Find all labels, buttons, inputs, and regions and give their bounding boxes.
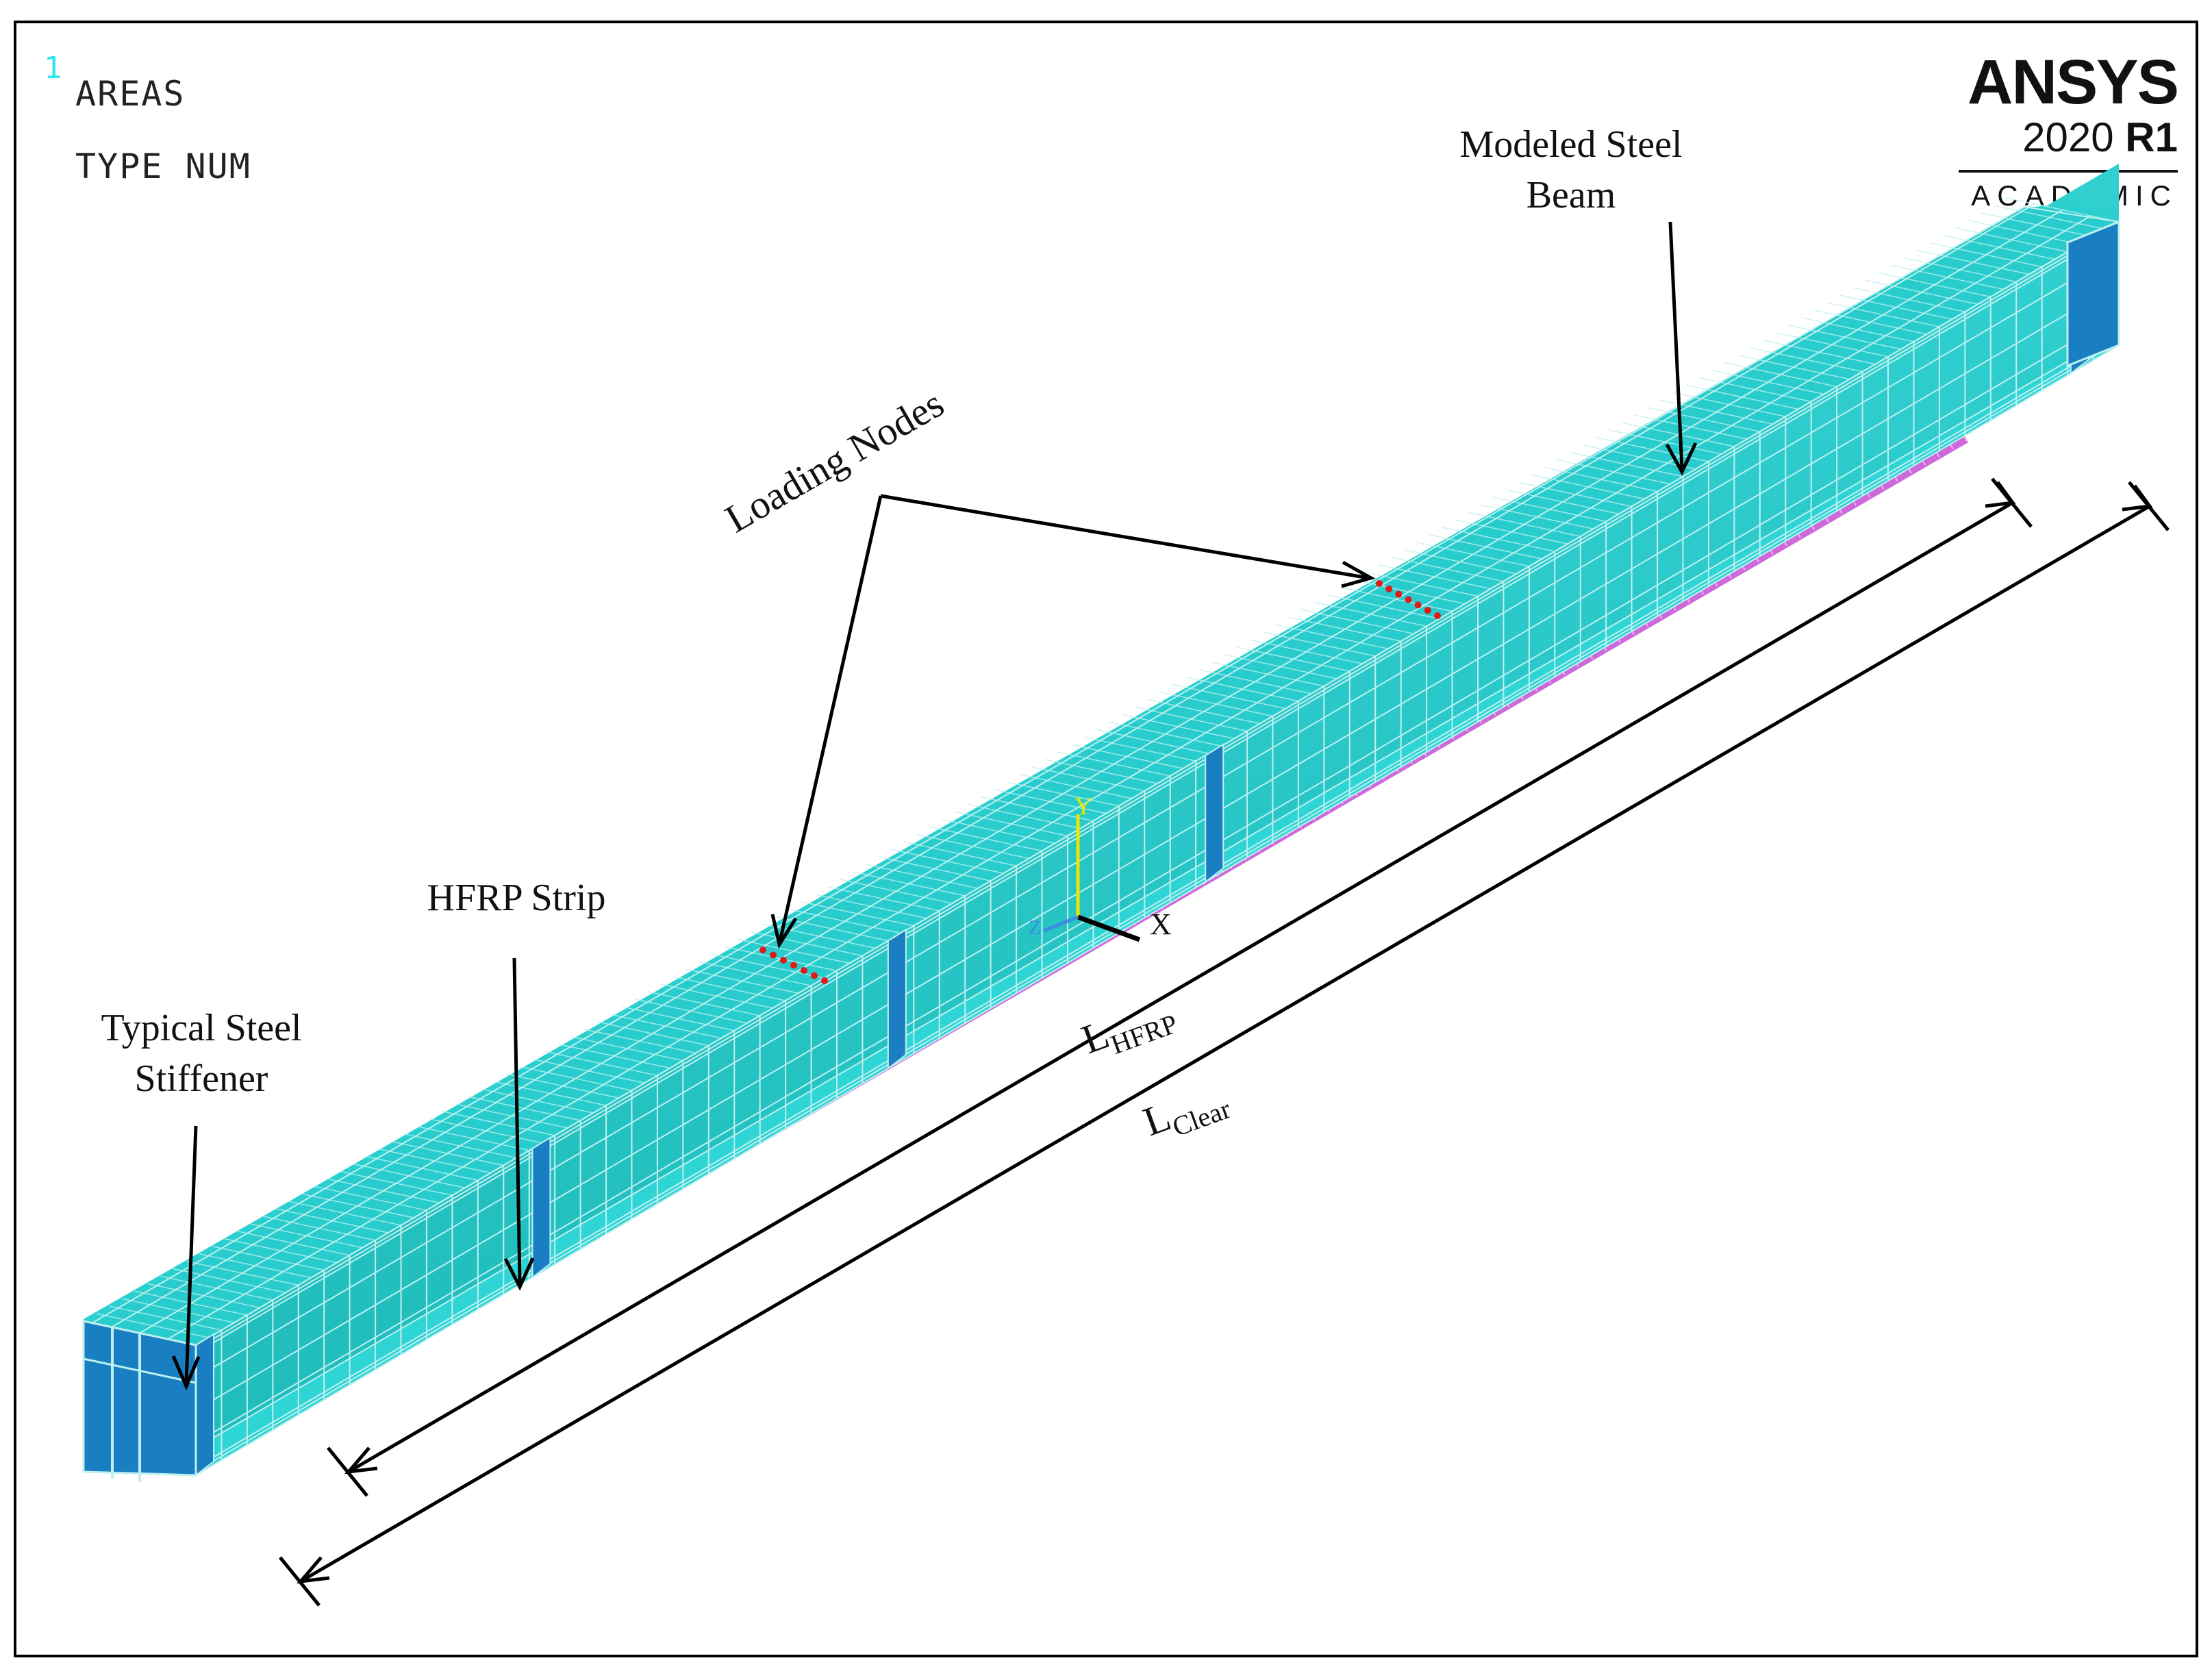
arrow-hfrp-strip bbox=[512, 957, 522, 1284]
logo-divider bbox=[1959, 170, 2178, 173]
stiffener-line2: Stiffener bbox=[134, 1057, 268, 1100]
modeled-beam-line1: Modeled Steel bbox=[1459, 123, 1683, 166]
l-hfrp-sub: HFRP bbox=[1107, 1008, 1181, 1061]
svg-text:LHFRP: LHFRP bbox=[1076, 988, 1181, 1068]
logo-release: R1 bbox=[2125, 114, 2178, 160]
numbering-label: TYPE NUM bbox=[75, 147, 251, 186]
dimension-l-clear bbox=[279, 481, 2170, 1607]
loading-node-markers bbox=[759, 580, 1441, 984]
modeled-beam-line2: Beam bbox=[1526, 174, 1616, 216]
triad-x-label: X bbox=[1150, 907, 1172, 941]
coordinate-triad: Y X Z bbox=[1029, 792, 1172, 942]
ansys-graphics-window: 1 AREAS TYPE NUM ANSYS 2020 R1 ACADEMIC bbox=[14, 21, 2198, 1657]
logo-version: 2020 bbox=[2022, 114, 2114, 160]
loading-nodes-text: Loading Nodes bbox=[718, 381, 951, 541]
arrow-stiffener bbox=[184, 1125, 198, 1383]
label-loading-nodes: Loading Nodes bbox=[718, 381, 951, 541]
arrow-modeled-beam bbox=[1668, 221, 1684, 469]
arrow-loading-nodes-right bbox=[880, 494, 1370, 580]
callout-modeled-beam: Modeled Steel Beam bbox=[1379, 119, 1763, 221]
dimension-l-hfrp bbox=[327, 477, 2033, 1497]
beam-far-end-face bbox=[2066, 220, 2120, 368]
window-number: 1 bbox=[44, 51, 62, 86]
beam-model-drawing: Y X Z bbox=[81, 164, 2170, 1607]
arrow-loading-nodes-left bbox=[778, 495, 883, 942]
label-l-hfrp: LHFRP bbox=[1076, 988, 1181, 1068]
triad-z-label: Z bbox=[1029, 916, 1041, 939]
callout-stiffener: Typical Steel Stiffener bbox=[58, 1003, 345, 1104]
plot-type-label: AREAS bbox=[75, 74, 186, 114]
logo-brand: ANSYS bbox=[1968, 47, 2179, 117]
hfrp-strip-text: HFRP Strip bbox=[427, 877, 606, 919]
callout-hfrp-strip: HFRP Strip bbox=[373, 873, 660, 923]
l-clear-sub: Clear bbox=[1168, 1093, 1235, 1142]
triad-y-label: Y bbox=[1074, 792, 1092, 820]
stiffener-line1: Typical Steel bbox=[101, 1007, 302, 1049]
